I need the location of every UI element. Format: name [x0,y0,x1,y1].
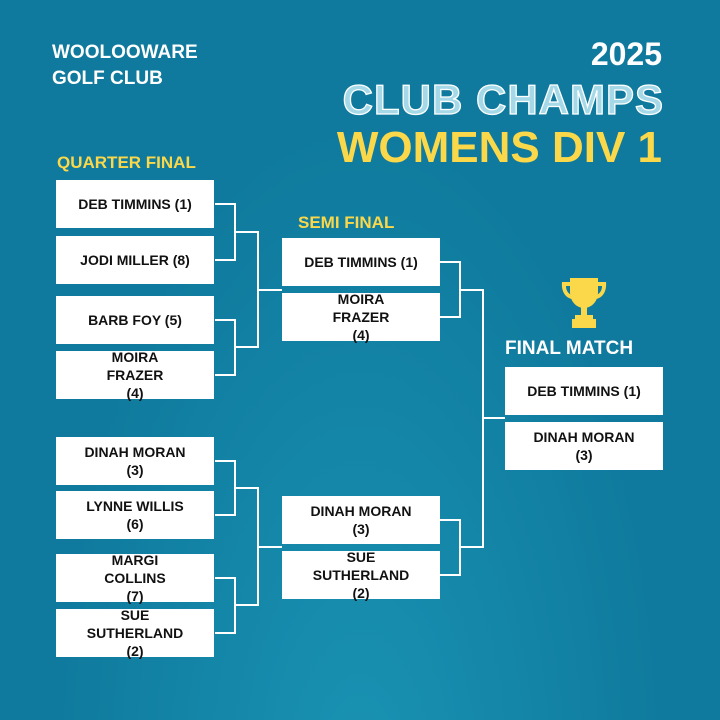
sf-player-box: DINAH MORAN (3) [282,496,440,544]
qf-player-box: MARGI COLLINS (7) [56,552,214,604]
connector [440,519,461,576]
qf-player-box: SUE SUTHERLAND (2) [56,607,214,659]
quarter-final-label: QUARTER FINAL [57,153,196,172]
connector [215,460,236,516]
qf-player-box: DINAH MORAN (3) [56,437,214,485]
connector [235,231,259,348]
club-name-line1: WOOLOOWARE [52,42,198,63]
club-name-line2: GOLF CLUB [52,68,163,89]
qf-player-box: LYNNE WILLIS (6) [56,491,214,539]
sf-player-box: SUE SUTHERLAND (2) [282,549,440,601]
sf-player-box: MOIRA FRAZER (4) [282,291,440,343]
qf-player-box: MOIRA FRAZER (4) [56,349,214,401]
qf-player-box: JODI MILLER (8) [56,236,214,284]
qf-player-box: DEB TIMMINS (1) [56,180,214,228]
connector [215,319,236,376]
division-title: WOMENS DIV 1 [336,123,662,172]
sf-player-box: DEB TIMMINS (1) [282,238,440,286]
final-player-box: DINAH MORAN (3) [505,422,663,470]
final-player-box: DEB TIMMINS (1) [505,367,663,415]
event-title: CLUB CHAMPS [342,75,664,123]
trophy-icon [561,278,607,328]
year: 2025 [590,36,662,72]
semi-final-label: SEMI FINAL [298,213,395,232]
connector [460,289,484,548]
qf-player-box: BARB FOY (5) [56,296,214,344]
final-match-label: FINAL MATCH [505,338,634,359]
connector [215,203,236,261]
connector [440,261,461,318]
connector [215,577,236,634]
connector [235,487,259,606]
club-name: WOOLOOWARE GOLF CLUB [52,40,198,92]
